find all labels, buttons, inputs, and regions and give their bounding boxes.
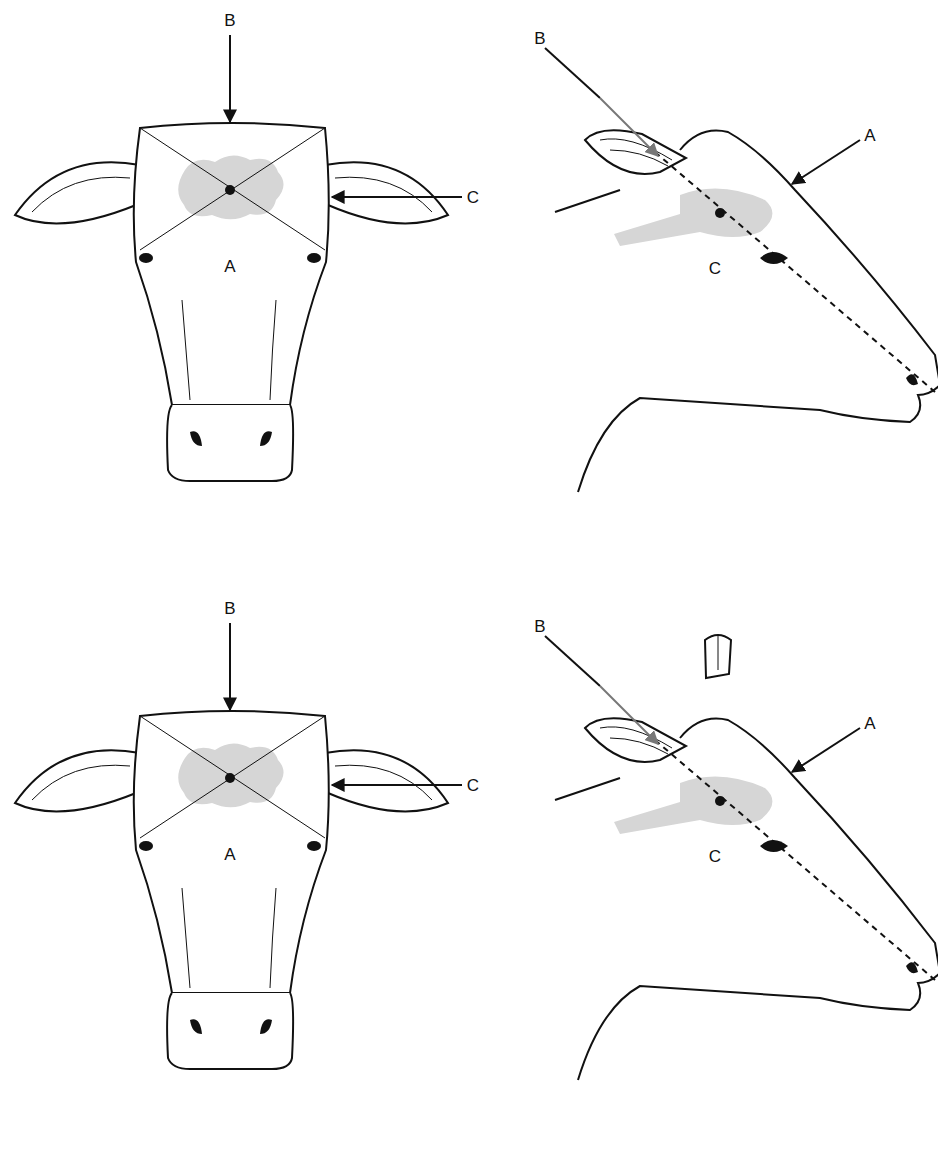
- horned-views: [15, 623, 938, 1174]
- callout-letter: B: [224, 600, 235, 617]
- horn: [705, 635, 731, 678]
- horn-line: [718, 636, 719, 670]
- callout-letter: B: [534, 30, 545, 47]
- horned-front-view: [15, 623, 462, 1069]
- polled-side-view: [545, 48, 938, 492]
- callout-letter: A: [224, 258, 235, 275]
- polled-front-view: [15, 35, 462, 481]
- callout-letter: A: [864, 127, 875, 144]
- callout-letter: B: [224, 12, 235, 29]
- callout-letter: C: [467, 777, 479, 794]
- callout-letter: A: [224, 846, 235, 863]
- callout-letter: C: [709, 260, 721, 277]
- horned-side-view: [545, 636, 938, 1080]
- callout-letter: A: [864, 715, 875, 732]
- callout-letter: C: [709, 848, 721, 865]
- callout-letter: B: [534, 618, 545, 635]
- callout-letter: C: [467, 189, 479, 206]
